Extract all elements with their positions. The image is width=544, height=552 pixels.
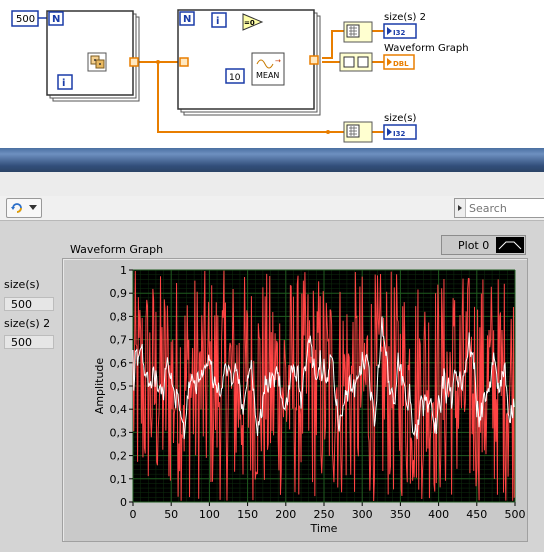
- x-tick-label: 450: [466, 508, 487, 521]
- x-tick-label: 150: [237, 508, 258, 521]
- mean-window-text: 10: [229, 73, 241, 83]
- block-diagram: →: [0, 0, 544, 148]
- y-tick-label: 0,6: [110, 357, 128, 370]
- y-tick-label: 1: [120, 264, 127, 277]
- random-number-icon[interactable]: [87, 52, 107, 72]
- block-diagram-canvas: →: [11, 9, 469, 143]
- x-tick-label: 400: [428, 508, 449, 521]
- size2-indicator: 500: [4, 335, 54, 349]
- series-mean-line: [132, 316, 515, 440]
- size-indicator-terminal[interactable]: [383, 124, 417, 140]
- wire-to-size2: [322, 30, 344, 59]
- series-raw-line: [132, 270, 515, 502]
- mean-window-constant[interactable]: [225, 68, 245, 84]
- size2-label-text: size(s) 2: [384, 12, 426, 23]
- build-waveform-function[interactable]: [339, 52, 373, 72]
- run-mode-button[interactable]: [6, 198, 42, 218]
- wire-to-size: [157, 62, 328, 133]
- chevron-down-icon: [29, 205, 37, 210]
- menu-strip: [0, 172, 544, 197]
- size-label-text: size(s): [384, 113, 417, 124]
- size2-indicator-label: size(s) 2: [4, 317, 51, 330]
- plot-line-swatch-icon: [496, 237, 524, 253]
- x-tick-label: 200: [275, 508, 296, 521]
- loop-count-terminal[interactable]: [48, 11, 64, 26]
- x-axis-label: Time: [310, 522, 338, 535]
- equal-zero-text: =0: [244, 19, 255, 27]
- inner-n-terminal-text: N: [183, 14, 191, 25]
- equal-zero-function[interactable]: [242, 13, 264, 31]
- graph-title: Waveform Graph: [70, 243, 164, 256]
- size-type-text: I32: [393, 130, 405, 138]
- waveform-graph[interactable]: 0 50 100 150 200 250 300 350 400 450 500 0 0,1 0,2 0,3…: [0, 221, 544, 552]
- mean-function[interactable]: →: [251, 52, 285, 86]
- x-tick-label: 250: [314, 508, 335, 521]
- inner-i-terminal-text: i: [216, 16, 219, 27]
- y-tick-label: 0,3: [110, 426, 128, 439]
- window-separator: [0, 148, 544, 172]
- plot-legend[interactable]: Plot 0: [441, 235, 526, 255]
- tunnel-in: [179, 57, 189, 67]
- size2-indicator-terminal[interactable]: [383, 23, 417, 39]
- graph-label-text: Waveform Graph: [384, 43, 469, 54]
- inner-loop-index-terminal: [211, 12, 227, 28]
- inner-loop-count-terminal[interactable]: [179, 11, 195, 26]
- waveform-graph-terminal[interactable]: [383, 54, 415, 70]
- search-box[interactable]: [454, 198, 544, 218]
- run-arrows-icon: [11, 203, 22, 213]
- x-tick-label: 50: [164, 508, 178, 521]
- n-terminal-text: N: [52, 14, 60, 25]
- search-input[interactable]: [467, 200, 544, 216]
- x-tick-label: 0: [130, 508, 137, 521]
- inner-for-loop[interactable]: [177, 9, 321, 116]
- y-tick-label: 0,5: [110, 380, 128, 393]
- y-axis-label: Amplitude: [93, 358, 106, 415]
- y-tick-label: 0,9: [110, 287, 128, 300]
- y-tick-label: 0,7: [110, 334, 128, 347]
- array-size-function[interactable]: [343, 121, 373, 143]
- loop-count-constant[interactable]: [11, 10, 39, 27]
- i-terminal-text: i: [62, 78, 65, 89]
- search-expand-icon[interactable]: [455, 199, 466, 217]
- array-size-function-2[interactable]: [343, 21, 373, 43]
- tunnel-out: [129, 57, 139, 67]
- loop-count-text: 500: [16, 14, 35, 25]
- front-panel-toolbar: [0, 196, 544, 221]
- size2-type-text: I32: [393, 29, 405, 37]
- x-tick-label: 100: [199, 508, 220, 521]
- y-tick-label: 0: [120, 496, 127, 509]
- y-tick-label: 0,4: [110, 403, 128, 416]
- y-tick-label: 0,1: [110, 473, 128, 486]
- mean-text: MEAN: [256, 71, 279, 80]
- y-tick-label: 0,8: [110, 310, 128, 323]
- x-tick-label: 300: [352, 508, 373, 521]
- svg-text:→: →: [275, 57, 281, 65]
- y-tick-label: 0,2: [110, 450, 128, 463]
- graph-type-text: DBL: [393, 60, 409, 68]
- size-indicator: 500: [4, 297, 54, 311]
- size-indicator-label: size(s): [4, 278, 40, 291]
- tunnel-mean-out: [309, 55, 319, 65]
- x-tick-label: 350: [390, 508, 411, 521]
- legend-plot-name: Plot 0: [458, 239, 490, 252]
- loop-index-terminal: [57, 74, 73, 90]
- x-tick-label: 500: [505, 508, 526, 521]
